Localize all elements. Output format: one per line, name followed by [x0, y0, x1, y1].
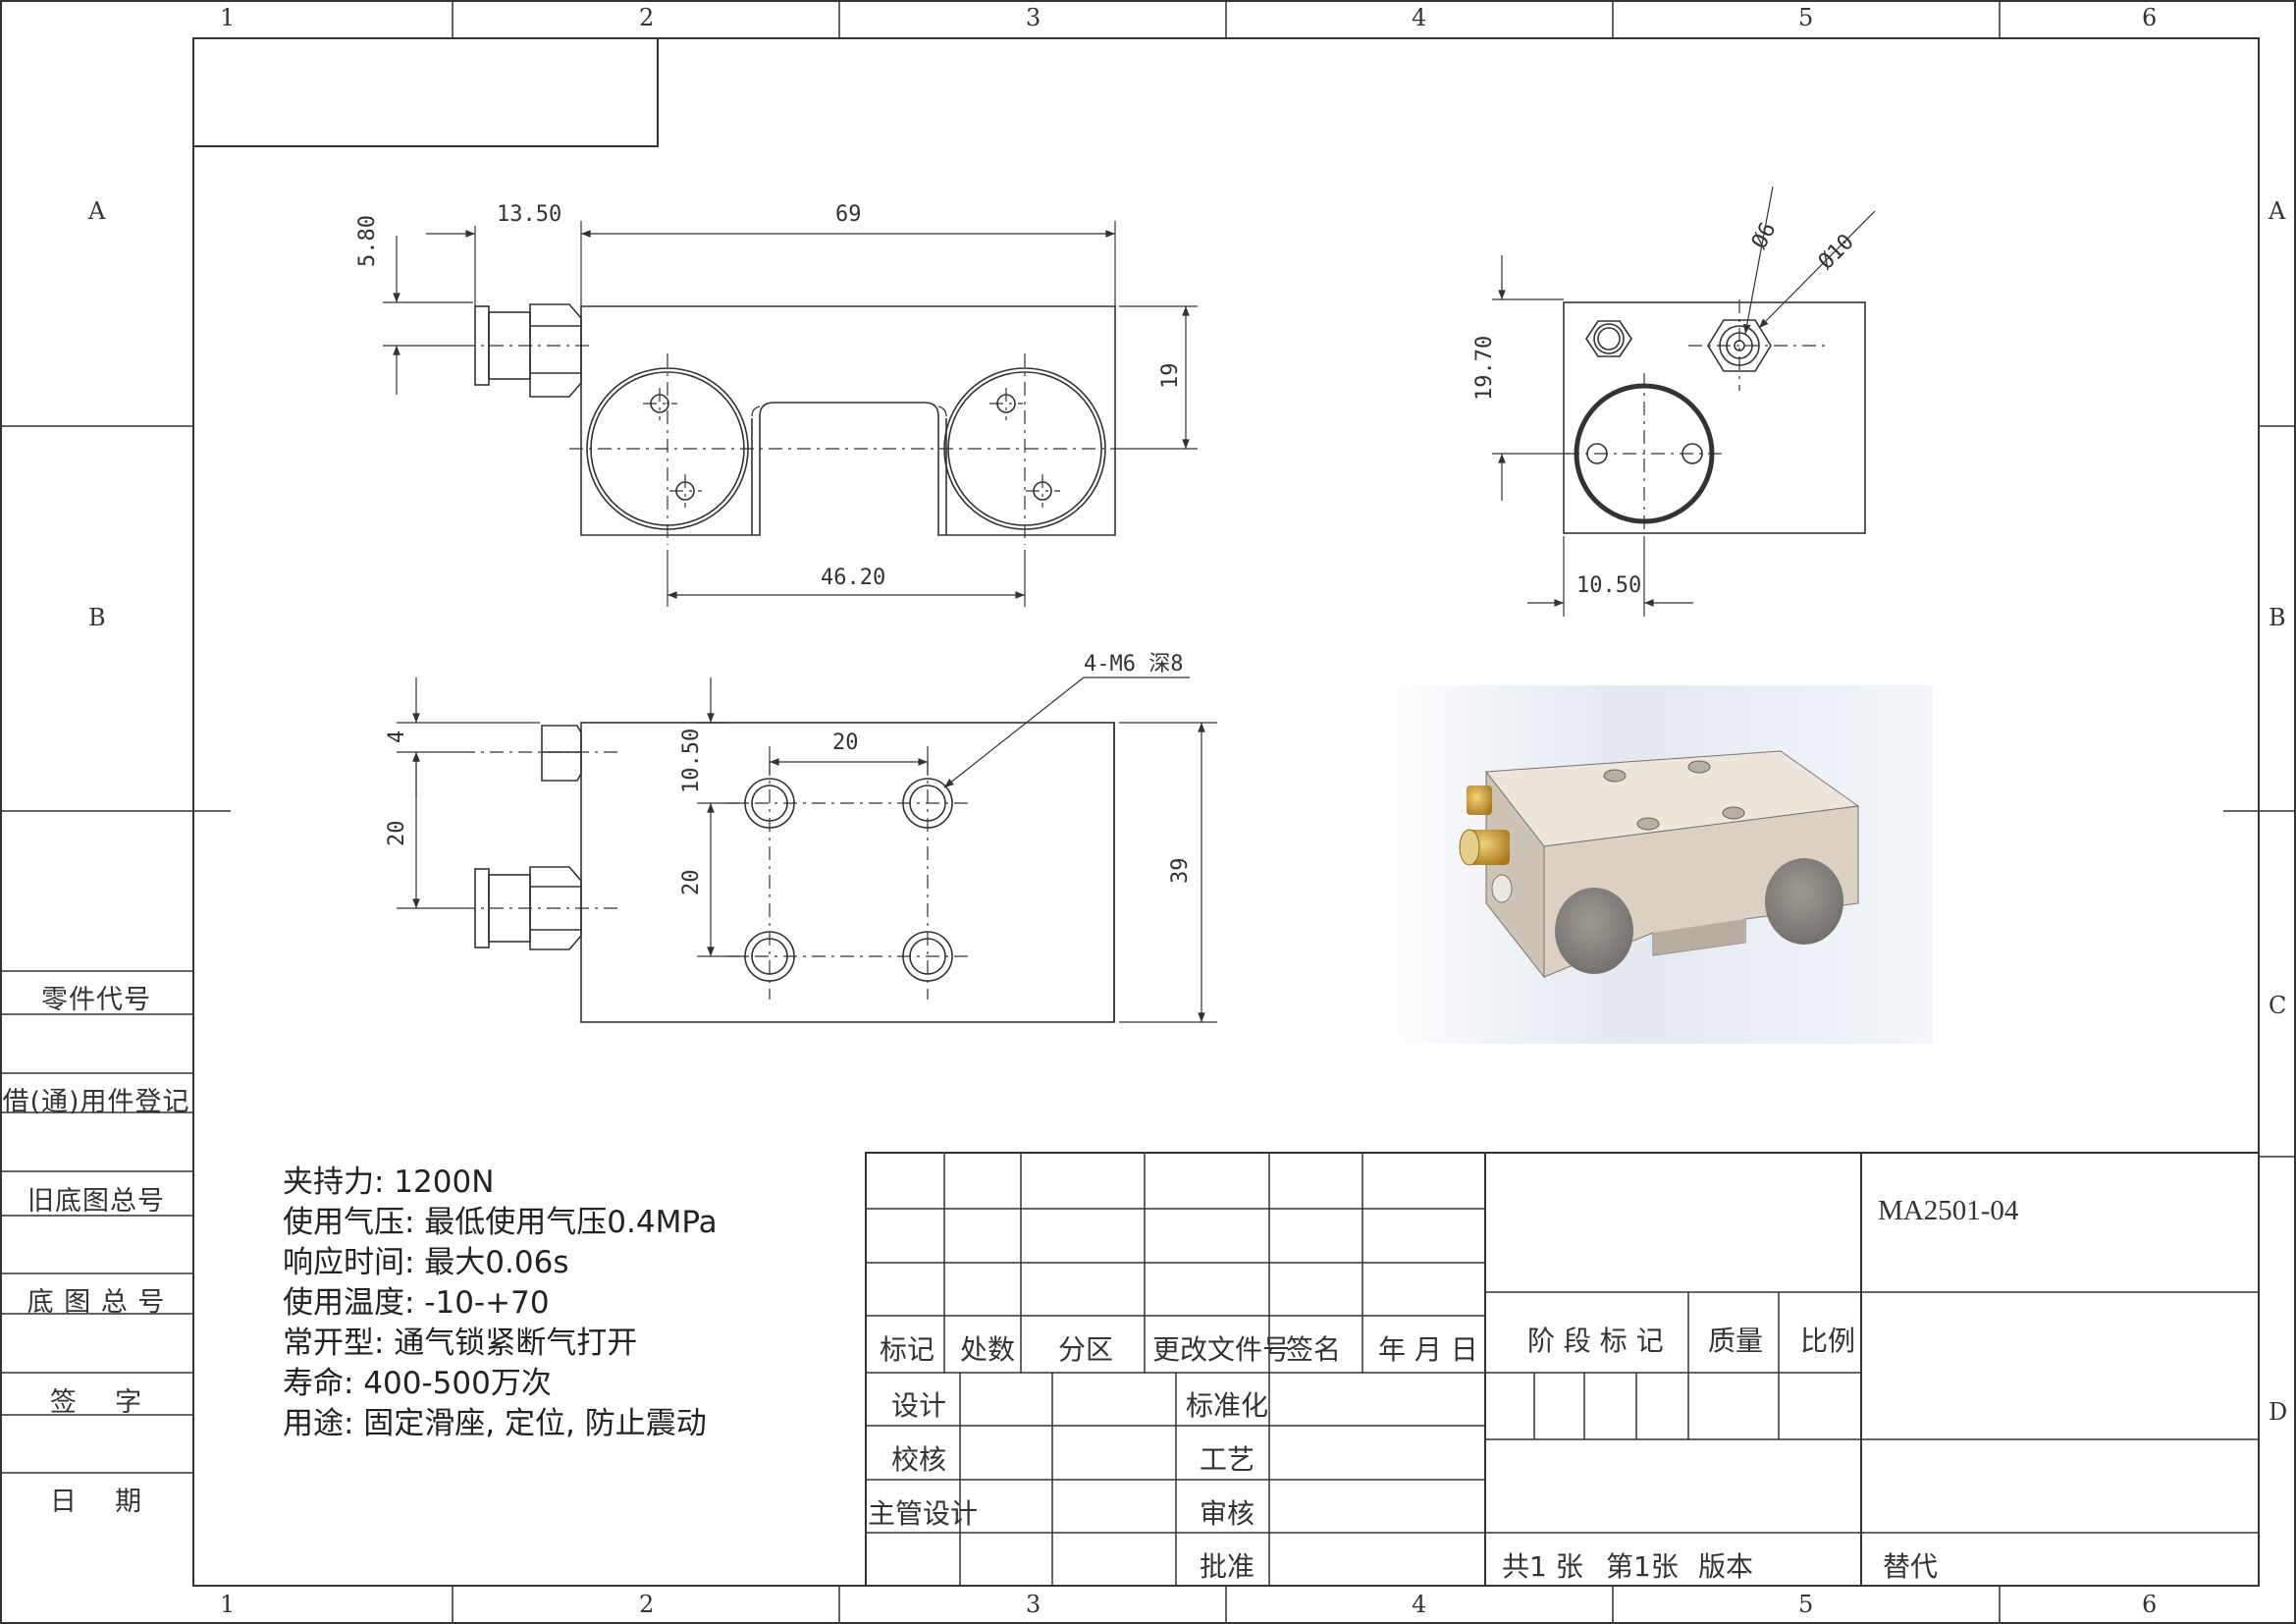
side-label-signature: 签 字 — [49, 1387, 143, 1418]
dim-body-length: 69 — [835, 202, 862, 227]
sign-design: 设计 — [891, 1389, 947, 1422]
zone-col-6-bottom: 6 — [2142, 1591, 2158, 1618]
spec-response-time: 响应时间: 最大0.06s — [283, 1245, 569, 1280]
dim-pad-spacing: 46.20 — [821, 566, 886, 590]
zone-col-2-top: 2 — [639, 4, 655, 31]
sign-standardization: 标准化 — [1186, 1389, 1269, 1422]
side-label-master: 底 图 总 号 — [27, 1287, 166, 1318]
zone-col-5-bottom: 5 — [1798, 1591, 1814, 1618]
scale-label: 比例 — [1800, 1325, 1856, 1357]
zone-row-b-right: B — [2269, 604, 2286, 631]
dim-body-height: 19 — [1158, 362, 1183, 390]
rev-header-zone: 分区 — [1058, 1333, 1114, 1366]
zone-col-6-top: 6 — [2142, 4, 2158, 31]
spec-temperature: 使用温度: -10-+70 — [283, 1285, 550, 1321]
spec-pressure: 使用气压: 最低使用气压0.4MPa — [283, 1205, 718, 1240]
title-block-grid — [866, 1153, 2259, 1586]
top-dimensions — [397, 677, 1217, 1023]
spec-usage: 用途: 固定滑座, 定位, 防止震动 — [283, 1406, 707, 1441]
front-view — [474, 303, 1116, 536]
side-view — [1563, 301, 1866, 534]
dim-side-height: 19.70 — [1472, 335, 1497, 401]
sign-review: 审核 — [1200, 1497, 1255, 1530]
title-block-lines — [865, 1152, 2260, 1587]
side-dimensions — [1492, 186, 1876, 617]
sheet-number: 第1张 — [1606, 1550, 1679, 1583]
dim-top-fitting-offset: 4 — [385, 730, 409, 743]
rev-header-sign: 签名 — [1286, 1333, 1342, 1366]
side-centerlines — [1566, 299, 1826, 535]
zone-col-2-bottom: 2 — [639, 1591, 655, 1618]
spec-normally-open: 常开型: 通气锁紧断气打开 — [283, 1326, 638, 1361]
dim-front-offset: 5.80 — [355, 215, 380, 267]
zone-row-b-left: B — [88, 604, 106, 631]
zone-col-4-top: 4 — [1412, 4, 1427, 31]
front-dimensions — [383, 221, 1198, 607]
dim-side-offset: 10.50 — [1576, 573, 1642, 598]
rev-header-mark: 标记 — [880, 1333, 935, 1366]
zone-col-3-top: 3 — [1026, 4, 1041, 31]
zone-col-5-top: 5 — [1798, 4, 1814, 31]
dim-top-fitting-pitch: 20 — [385, 820, 409, 847]
version-label: 版本 — [1698, 1550, 1754, 1583]
sign-chief-design: 主管设计 — [868, 1497, 979, 1530]
isometric-render — [1369, 685, 1933, 1044]
replace-label: 替代 — [1883, 1550, 1939, 1583]
hole-callout: 4-M6 深8 — [1084, 652, 1184, 677]
stage-mark-label: 阶 段 标 记 — [1527, 1325, 1664, 1357]
zone-row-a-right: A — [2269, 197, 2286, 225]
rev-header-count: 处数 — [960, 1333, 1016, 1366]
zone-row-a-left: A — [88, 197, 106, 225]
zone-col-1-bottom: 1 — [220, 1591, 236, 1618]
dim-hole-pitch-y: 20 — [679, 869, 704, 896]
zone-col-3-bottom: 3 — [1026, 1591, 1041, 1618]
top-centerlines — [461, 751, 972, 1000]
front-centerlines — [461, 345, 1119, 545]
dim-hole-offset-y: 10.50 — [679, 728, 704, 793]
dim-hole-pitch-x: 20 — [832, 731, 859, 755]
zone-col-1-top: 1 — [220, 4, 236, 31]
rev-header-change-doc: 更改文件号 — [1152, 1333, 1291, 1366]
zone-col-4-bottom: 4 — [1412, 1591, 1427, 1618]
mass-label: 质量 — [1708, 1325, 1764, 1357]
drawing-number: MA2501-04 — [1878, 1195, 2019, 1226]
sign-process: 工艺 — [1200, 1443, 1255, 1476]
zone-row-c-right: C — [2269, 992, 2287, 1019]
spec-clamping-force: 夹持力: 1200N — [283, 1164, 495, 1200]
sign-approve: 批准 — [1200, 1550, 1255, 1583]
side-label-part-code: 零件代号 — [41, 985, 151, 1015]
side-label-date: 日 期 — [49, 1487, 143, 1517]
side-panel-lines — [1, 970, 193, 1474]
dim-fitting-length: 13.50 — [497, 202, 562, 227]
sheets-total: 共1 张 — [1502, 1550, 1583, 1583]
rev-header-date: 年 月 日 — [1378, 1333, 1478, 1366]
sign-check: 校核 — [891, 1443, 947, 1476]
dim-body-width: 39 — [1168, 857, 1193, 885]
side-label-borrowed-parts: 借(通)用件登记 — [2, 1087, 190, 1117]
top-view — [474, 722, 1115, 1023]
spec-lifetime: 寿命: 400-500万次 — [283, 1366, 552, 1401]
zone-row-d-right: D — [2269, 1398, 2288, 1426]
side-label-old-master: 旧底图总号 — [27, 1186, 165, 1217]
